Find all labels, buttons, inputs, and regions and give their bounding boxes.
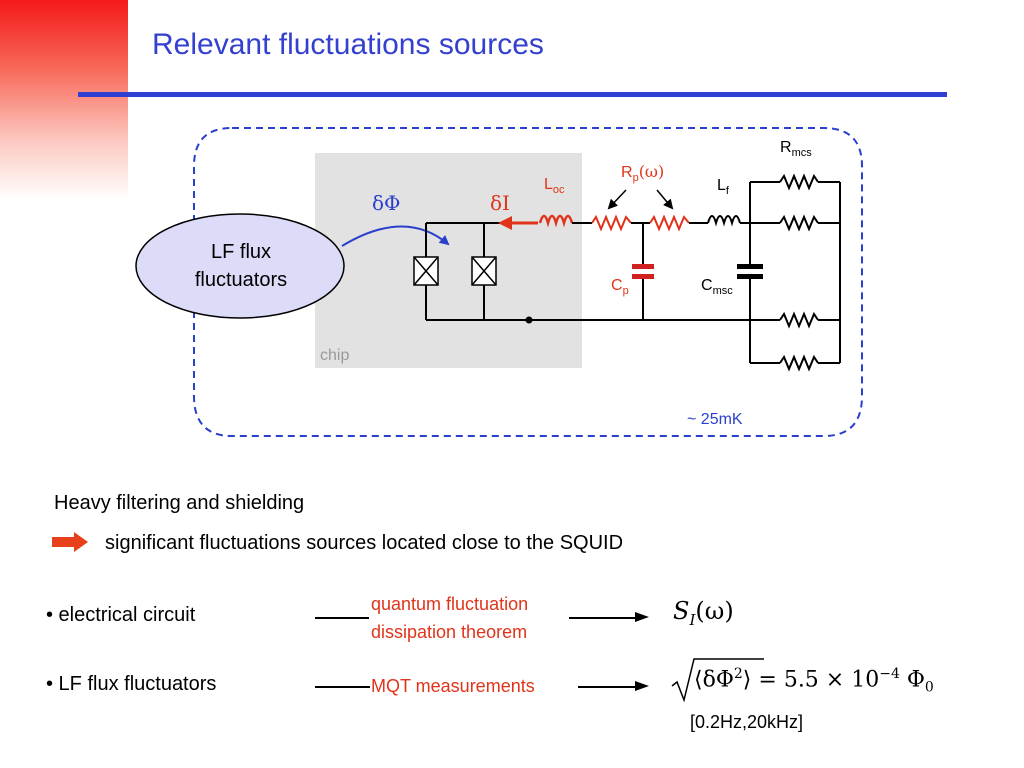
resistor-rp-right [649,214,690,232]
electrical-circuit-item: • electrical circuit [46,604,196,626]
capacitor-cmsc-top [737,264,763,269]
spectral-density-formula: SI(ω) [673,597,734,629]
title-underline [78,92,947,97]
sqrt-sign-icon [671,658,764,703]
lf-label: Lf [717,177,730,197]
row1-connector-left [315,617,369,619]
flux-coupling-arrow [341,225,450,247]
row2-arrowhead [635,681,649,691]
capacitor-cp-bottom [632,274,654,279]
cp-label: Cp [611,277,629,297]
capacitor-cmsc-bottom [737,274,763,279]
title-accent-gradient [0,0,128,200]
rmcs-label: Rmcs [780,139,812,159]
rp-label: Rp(ω) [621,162,664,184]
fluctuators-label-line1: LF flux [211,241,271,263]
cmsc-label: Cmsc [701,277,733,297]
resistor-ladder-rmcs [750,173,841,372]
lf-flux-fluctuators-item: • LF flux fluctuators [46,673,217,695]
frequency-range: [0.2Hz,20kHz] [690,712,804,732]
slide-title: Relevant fluctuations sources [152,28,544,61]
josephson-junction-right [471,256,497,286]
resistor-rp-left [591,214,632,232]
fluctuators-label-line2: fluctuators [195,269,287,291]
chip-label: chip [320,347,349,364]
circuit-diagram: chip LF flux fluctuators δΦ δI Loc Rp(ω) [135,127,863,437]
chip-region [315,153,582,368]
mqt-measurements-label: MQT measurements [371,676,535,696]
flux-fluctuators-ellipse [135,213,345,319]
flux-noise-formula: ⟨δΦ2⟩ = 5.5 × 10−4 Φ0 [694,666,934,696]
qfdt-line2: dissipation theorem [371,622,528,642]
loc-label: Loc [544,176,565,196]
node-dot [525,316,533,324]
temperature-label: ~ 25mK [687,411,743,428]
delta-phi-label: δΦ [372,191,400,215]
row1-arrowhead [635,612,649,622]
row2-connector-right [578,686,637,688]
inductor-loc [538,214,574,228]
conclusion-text: significant fluctuations sources located… [105,532,624,554]
josephson-junction-left [413,256,439,286]
row2-connector-left [315,686,370,688]
inductor-lf [707,215,741,227]
capacitor-cp-top [632,264,654,269]
right-arrow-icon [52,532,88,552]
heavy-filtering-text: Heavy filtering and shielding [54,492,305,514]
delta-i-label: δI [490,191,510,215]
qfdt-line1: quantum fluctuation [371,594,529,614]
row1-connector-right [569,617,637,619]
